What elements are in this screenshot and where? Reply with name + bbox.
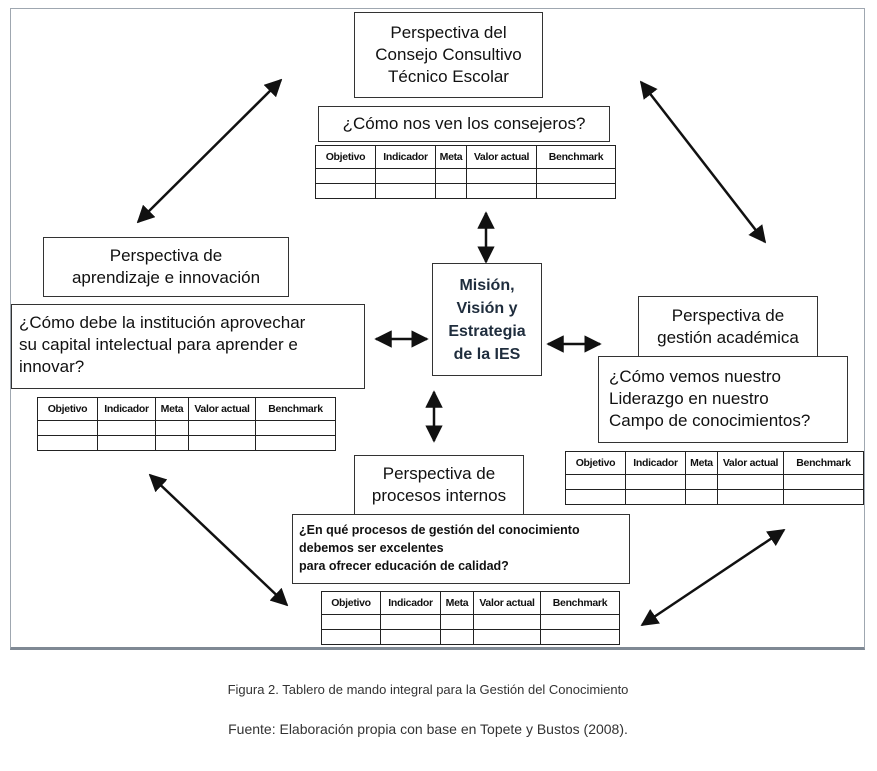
- right-perspective-question: ¿Cómo vemos nuestro Liderazgo en nuestro…: [598, 356, 848, 443]
- kpi-header-cell: Valor actual: [473, 591, 541, 615]
- kpi-header-cell: Meta: [440, 591, 474, 615]
- kpi-header-cell: Meta: [155, 397, 189, 421]
- table-row: [315, 168, 616, 184]
- bottom-perspective-question: ¿En qué procesos de gestión del conocimi…: [292, 514, 630, 584]
- kpi-header-cell: Meta: [435, 145, 467, 169]
- kpi-header-cell: Valor actual: [188, 397, 256, 421]
- right-perspective-title: Perspectiva de gestión académica: [638, 296, 818, 357]
- kpi-header-cell: Benchmark: [255, 397, 336, 421]
- arrow-top-right: [639, 80, 767, 244]
- kpi-header-cell: Objetivo: [565, 451, 626, 475]
- kpi-header-cell: Objetivo: [315, 145, 376, 169]
- source-caption: Fuente: Elaboración propia con base en T…: [228, 721, 628, 737]
- top-perspective-question: ¿Cómo nos ven los consejeros?: [318, 106, 610, 142]
- kpi-header-cell: Indicador: [380, 591, 441, 615]
- table-row: [565, 489, 864, 505]
- figure-caption: Figura 2. Tablero de mando integral para…: [227, 682, 629, 697]
- kpi-header-cell: Indicador: [375, 145, 436, 169]
- left-perspective-question: ¿Cómo debe la institución aprovechar su …: [11, 304, 365, 389]
- kpi-header-cell: Valor actual: [717, 451, 784, 475]
- table-row: [315, 183, 616, 199]
- kpi-header-cell: Objetivo: [321, 591, 381, 615]
- top-perspective-title: Perspectiva del Consejo Consultivo Técni…: [354, 12, 543, 98]
- kpi-header-cell: Indicador: [625, 451, 686, 475]
- table-row: [565, 474, 864, 490]
- table-row: [37, 420, 336, 436]
- kpi-header-cell: Meta: [685, 451, 718, 475]
- table-row: [321, 614, 620, 630]
- left-perspective-title: Perspectiva de aprendizaje e innovación: [43, 237, 289, 297]
- kpi-header-cell: Indicador: [97, 397, 156, 421]
- table-row: [321, 629, 620, 645]
- kpi-header-cell: Benchmark: [536, 145, 616, 169]
- arrows-layer: [136, 78, 786, 627]
- kpi-header-cell: Objetivo: [37, 397, 98, 421]
- table-row: [37, 435, 336, 451]
- kpi-header-cell: Benchmark: [540, 591, 620, 615]
- arrow-top-left: [136, 78, 283, 224]
- kpi-header-cell: Valor actual: [466, 145, 537, 169]
- bottom-perspective-title: Perspectiva de procesos internos: [354, 455, 524, 515]
- arrow-bottom-right: [640, 528, 786, 627]
- kpi-header-cell: Benchmark: [783, 451, 864, 475]
- arrow-bottom-left: [148, 473, 289, 607]
- center-mission-box: Misión, Visión y Estrategia de la IES: [432, 263, 542, 376]
